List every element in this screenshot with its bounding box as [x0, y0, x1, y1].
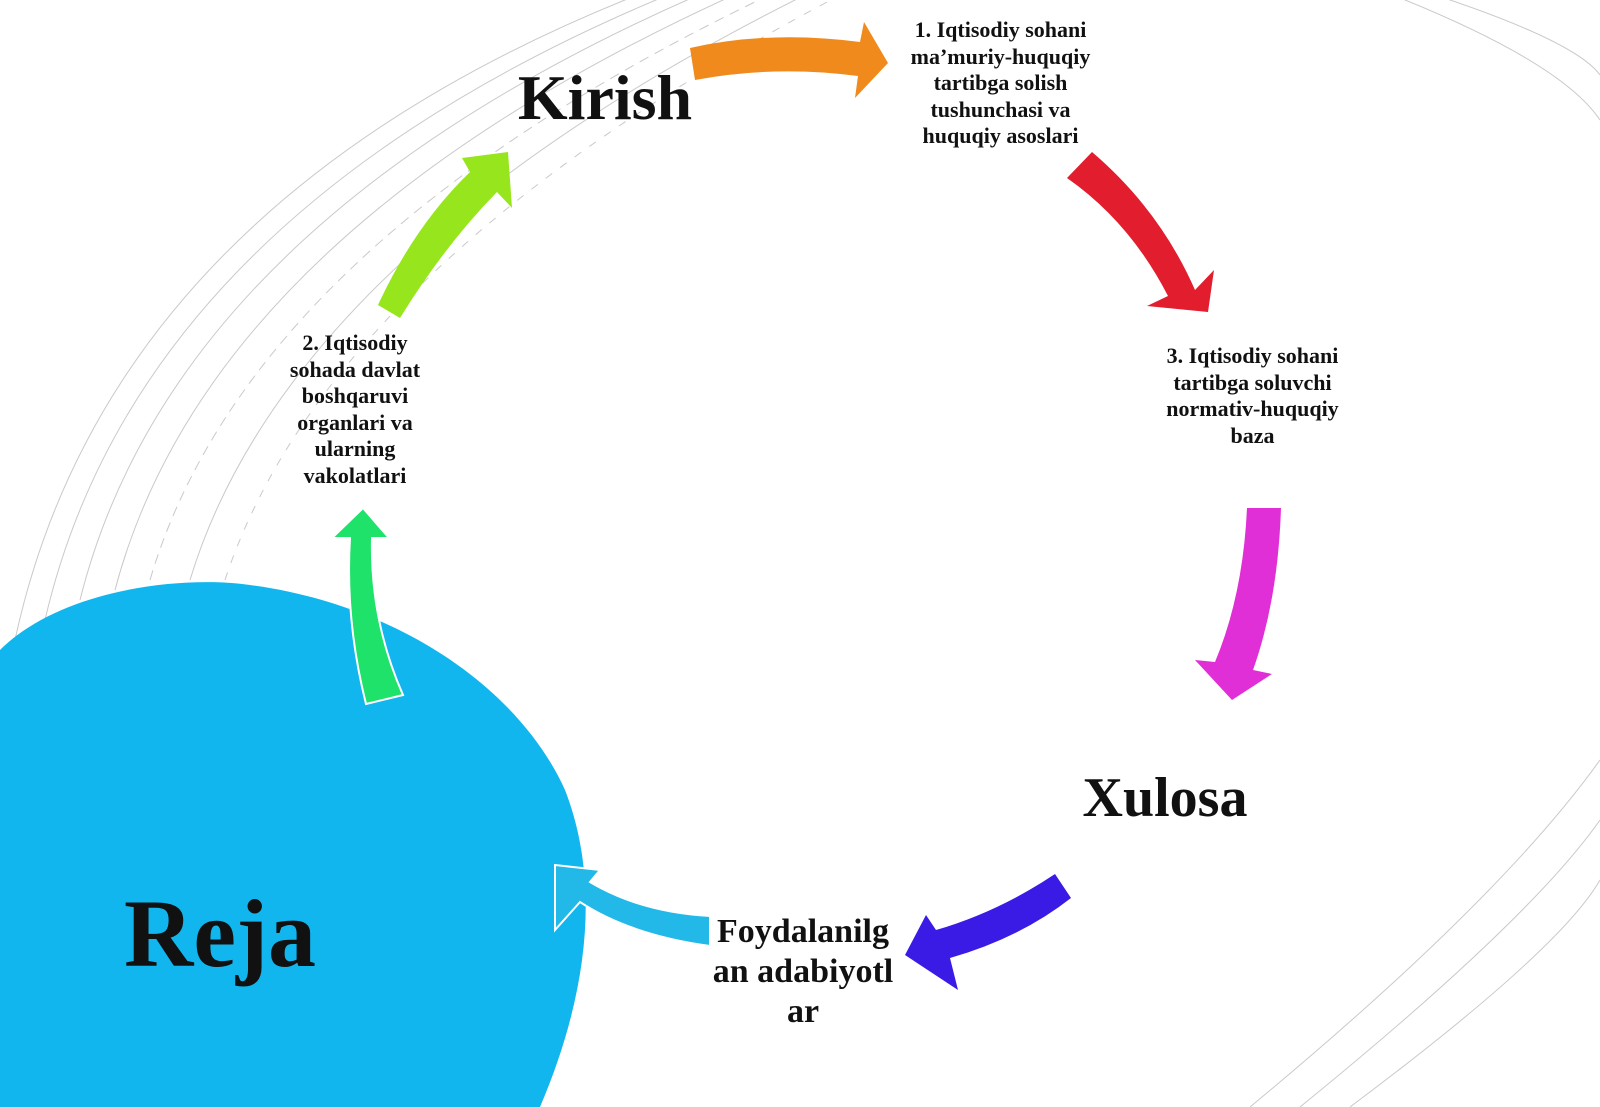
arrow-green	[329, 506, 405, 706]
arrow-magenta	[1195, 508, 1281, 700]
center-title: Reja	[124, 880, 316, 987]
arrow-red	[1067, 152, 1214, 312]
step-intro-label: Kirish	[517, 62, 693, 133]
step-item3-label: 3. Iqtisodiy sohani tartibga soluvchi no…	[1166, 343, 1339, 448]
step-references-label: Foydalanilgan adabiyotlar	[712, 913, 894, 1030]
center-blob	[0, 582, 586, 1107]
step-item1-label: 1. Iqtisodiy sohani ma’muriy-huquqiy tar…	[910, 17, 1091, 148]
arrow-indigo	[905, 874, 1071, 990]
step-item2-label: 2. Iqtisodiy sohada davlat boshqaruvi or…	[289, 330, 421, 488]
arrow-sky	[554, 863, 711, 948]
arrow-lime	[378, 152, 512, 318]
step-conclusion-label: Xulosa	[1082, 767, 1248, 829]
arrow-orange	[690, 22, 888, 98]
